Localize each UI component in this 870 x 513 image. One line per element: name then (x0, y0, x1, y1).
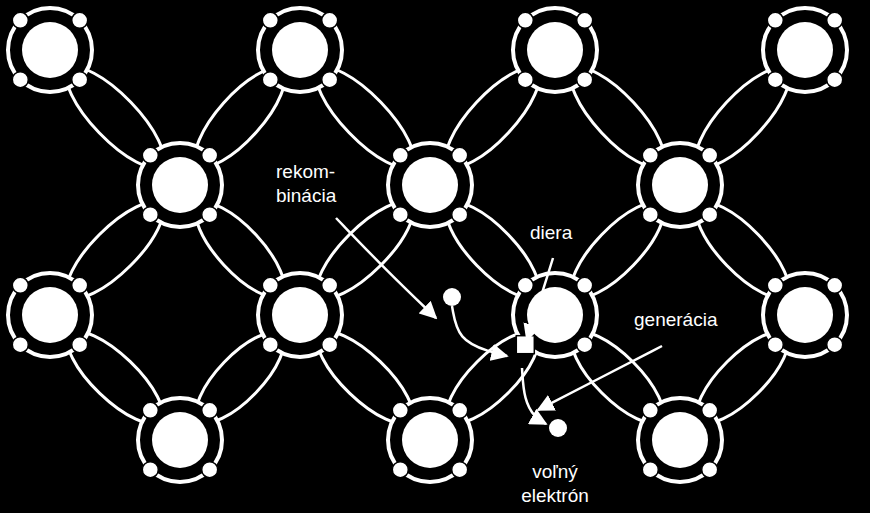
atom-shell (388, 398, 472, 482)
bound-electron (392, 207, 408, 223)
bound-electron (12, 277, 28, 293)
bound-electron (202, 147, 218, 163)
bound-electron (452, 147, 468, 163)
bound-electron (262, 72, 278, 88)
process-label: rekom- binácia (274, 160, 358, 208)
bound-electron (702, 147, 718, 163)
atom-core (777, 22, 833, 78)
bound-electron (72, 12, 88, 28)
hole-label: diera (528, 221, 582, 245)
atom-core (652, 412, 708, 468)
bound-electron (767, 12, 783, 28)
atom-shell (763, 273, 847, 357)
bound-electron (392, 402, 408, 418)
bound-electron (452, 402, 468, 418)
leader-line (538, 346, 662, 410)
bound-electron (577, 337, 593, 353)
bound-electron (702, 402, 718, 418)
bound-electron (577, 72, 593, 88)
leader-line (527, 258, 553, 340)
atom-shell (258, 273, 342, 357)
recombination-path (452, 306, 507, 356)
atom-core (22, 22, 78, 78)
bound-electron (702, 207, 718, 223)
bound-electron (202, 462, 218, 478)
bound-electron (72, 277, 88, 293)
atom-shell (8, 273, 92, 357)
bound-electron (827, 12, 843, 28)
recombining-electron (443, 288, 461, 306)
bound-electron (12, 72, 28, 88)
bound-electron (202, 207, 218, 223)
bound-electron (517, 12, 533, 28)
atom-core (272, 287, 328, 343)
atom-core (22, 287, 78, 343)
bound-electron (142, 402, 158, 418)
bound-electron (72, 337, 88, 353)
atom-shell (638, 143, 722, 227)
bound-electron (642, 207, 658, 223)
bound-electron (12, 337, 28, 353)
bound-electron (392, 147, 408, 163)
bound-electron (322, 337, 338, 353)
bound-electron (767, 72, 783, 88)
bound-electron (452, 462, 468, 478)
atom-shell (8, 8, 92, 92)
atom-shell (513, 273, 597, 357)
free-electron-label: voľný elektrón (503, 460, 607, 508)
atom-core (402, 157, 458, 213)
atom-shell (513, 8, 597, 92)
bound-electron (827, 72, 843, 88)
bound-electron (142, 462, 158, 478)
bound-electron (72, 72, 88, 88)
generation-path (522, 368, 546, 424)
atom-core (152, 412, 208, 468)
bound-electron (322, 72, 338, 88)
bound-electron (322, 12, 338, 28)
bound-electron (262, 12, 278, 28)
atom-core (652, 157, 708, 213)
atom-shell (388, 143, 472, 227)
bound-electron (322, 277, 338, 293)
bound-electron (827, 337, 843, 353)
bound-electron (392, 462, 408, 478)
atom-shell (638, 398, 722, 482)
bound-electron (262, 277, 278, 293)
atom-shell (138, 398, 222, 482)
atom-core (527, 22, 583, 78)
bound-electron (142, 207, 158, 223)
bound-electron (262, 337, 278, 353)
bound-electron (767, 277, 783, 293)
bound-electron (142, 147, 158, 163)
hole-symbol (516, 336, 534, 354)
atom-shell (138, 143, 222, 227)
bound-electron (577, 12, 593, 28)
bound-electron (767, 337, 783, 353)
bound-electron (452, 207, 468, 223)
bound-electron (12, 12, 28, 28)
bound-electron (827, 277, 843, 293)
bound-electron (202, 402, 218, 418)
bound-electron (517, 277, 533, 293)
atom-core (272, 22, 328, 78)
atom-core (152, 157, 208, 213)
atom-shell (763, 8, 847, 92)
bound-electron (577, 277, 593, 293)
atom-shell (258, 8, 342, 92)
free-electron (549, 419, 567, 437)
leader-line (336, 218, 436, 318)
process-label: generácia (632, 308, 732, 332)
bound-electron (642, 402, 658, 418)
atom-core (777, 287, 833, 343)
bound-electron (702, 462, 718, 478)
atom-core (402, 412, 458, 468)
bound-electron (642, 147, 658, 163)
bound-electron (642, 462, 658, 478)
bound-electron (517, 72, 533, 88)
